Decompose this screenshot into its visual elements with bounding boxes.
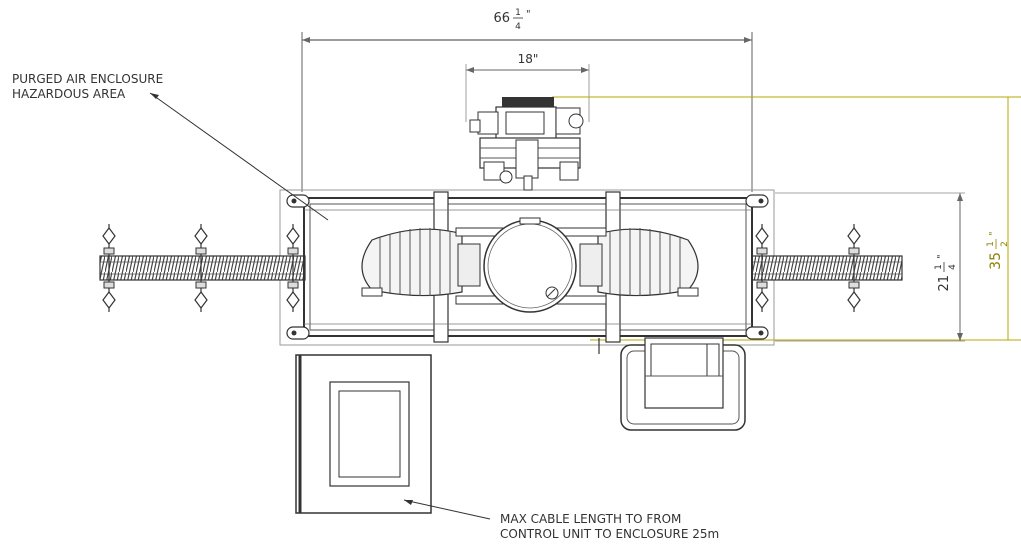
- left-conveyor-clamps: [102, 224, 300, 312]
- frame-depth-unit: ": [936, 254, 947, 259]
- cable-callout-line1: MAX CABLE LENGTH TO FROM: [500, 512, 681, 526]
- overall-width-den: 4: [515, 22, 521, 32]
- frame-corner-feet: [286, 194, 769, 340]
- enclosure-callout-line2: HAZARDOUS AREA: [12, 87, 126, 101]
- control-unit: [295, 354, 432, 514]
- frame-depth-num: 1: [934, 264, 944, 270]
- overall-width-unit: ": [526, 9, 531, 20]
- top-drive-unit: [469, 97, 584, 191]
- overall-width-dimension: 66 1 4 ": [301, 8, 753, 192]
- right-flexible-hose: [597, 228, 699, 297]
- overall-depth-num: 1: [986, 241, 996, 247]
- motor-box: [598, 337, 746, 431]
- frame-depth-dimension: 21 1 4 ": [775, 192, 965, 342]
- left-flexible-hose: [361, 228, 463, 297]
- right-conveyor-clamps: [755, 224, 861, 312]
- overall-depth-unit: ": [988, 231, 999, 236]
- enclosure-callout: PURGED AIR ENCLOSURE HAZARDOUS AREA: [12, 72, 329, 221]
- overall-width-whole: 66: [493, 11, 510, 26]
- enclosure-callout-line1: PURGED AIR ENCLOSURE: [12, 72, 163, 86]
- overall-depth-whole: 35: [988, 252, 1004, 270]
- top-unit-width-label: 18": [518, 52, 539, 66]
- overall-depth-den: 2: [1000, 241, 1010, 247]
- top-unit-width-dimension: 18": [465, 52, 590, 122]
- overall-width-num: 1: [515, 8, 521, 18]
- right-conveyor: [751, 255, 903, 281]
- cable-callout-line2: CONTROL UNIT TO ENCLOSURE 25m: [500, 527, 719, 541]
- overall-depth-dimension: 35 1 2 ": [552, 96, 1021, 341]
- frame-depth-whole: 21: [937, 275, 952, 292]
- left-conveyor: [99, 255, 306, 281]
- frame-depth-den: 4: [948, 264, 958, 270]
- cable-callout: MAX CABLE LENGTH TO FROM CONTROL UNIT TO…: [403, 499, 719, 541]
- central-drum: [455, 217, 607, 313]
